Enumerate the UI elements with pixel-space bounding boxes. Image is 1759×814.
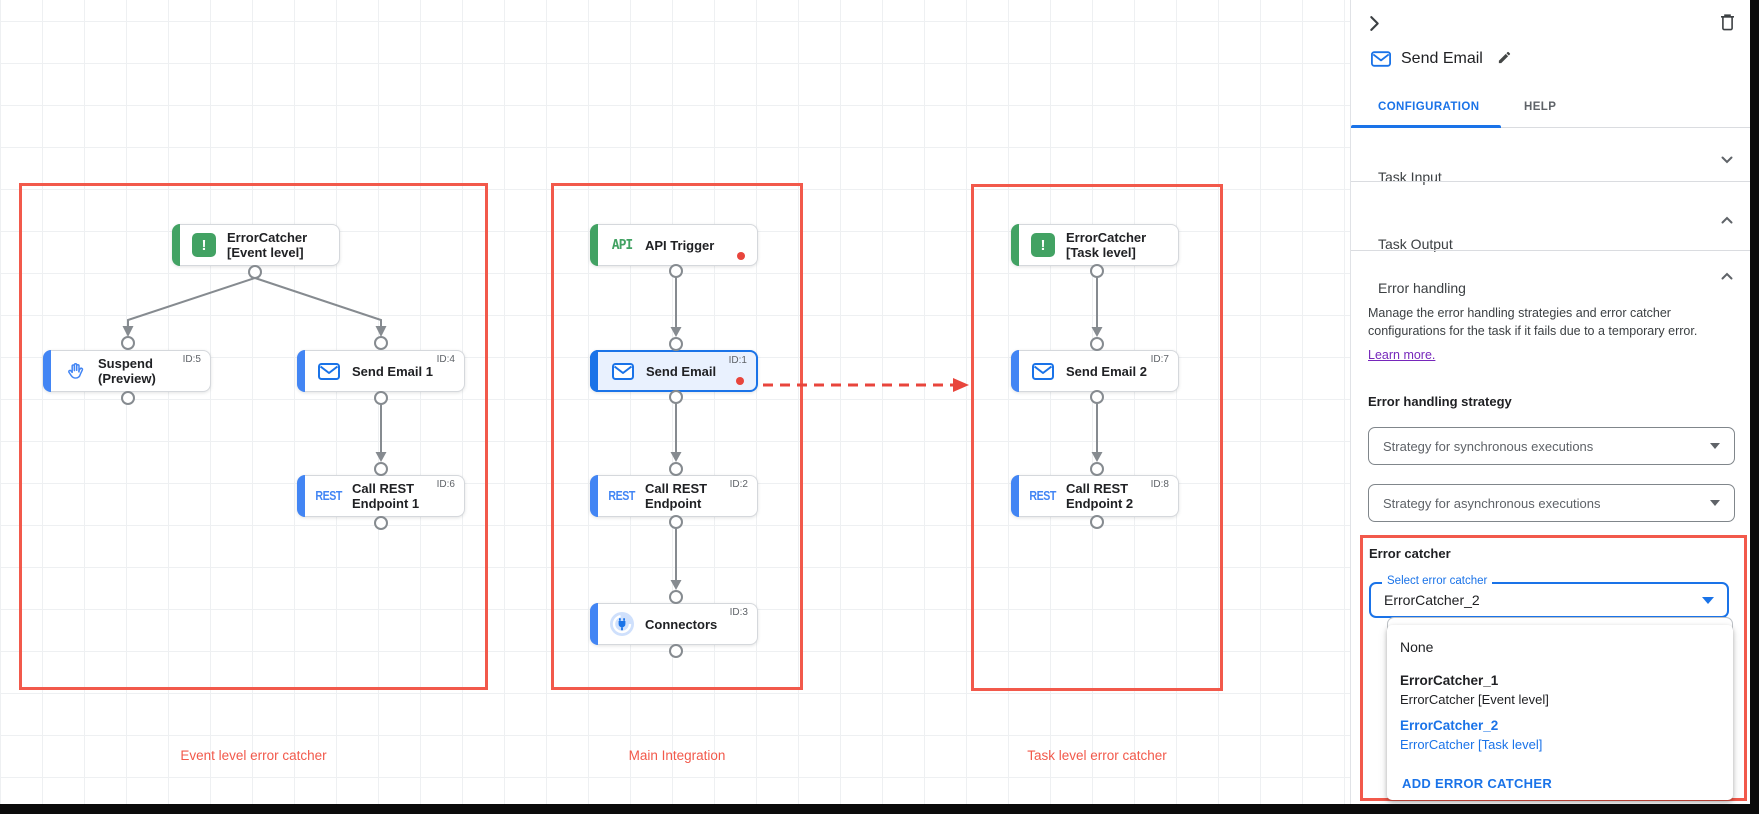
panel-tabs: CONFIGURATION HELP xyxy=(1351,95,1750,128)
error-handling-description: Manage the error handling strategies and… xyxy=(1368,306,1698,338)
pencil-icon xyxy=(1498,51,1510,64)
section-task-input[interactable]: Task Input xyxy=(1351,129,1750,185)
select-error-catcher[interactable]: Select error catcher ErrorCatcher_2 xyxy=(1369,575,1729,618)
divider xyxy=(1351,250,1750,251)
window-right-edge xyxy=(1750,0,1759,814)
node-color-bar xyxy=(297,350,305,392)
active-tab-indicator xyxy=(1351,125,1501,128)
hand-icon xyxy=(59,361,91,382)
group-box-task-level xyxy=(971,184,1223,691)
flow-canvas: Event level error catcher Main Integrati… xyxy=(0,0,1350,804)
learn-more-link[interactable]: Learn more. xyxy=(1368,348,1436,362)
node-id-badge: ID:4 xyxy=(436,354,455,365)
add-error-catcher-button[interactable]: ADD ERROR CATCHER xyxy=(1402,776,1553,791)
node-api-trigger[interactable]: API API Trigger xyxy=(590,224,758,266)
menu-item-errorcatcher-1[interactable]: ErrorCatcher_1 ErrorCatcher [Event level… xyxy=(1400,673,1549,707)
connectors-icon xyxy=(606,611,638,637)
menu-item-errorcatcher-2[interactable]: ErrorCatcher_2 ErrorCatcher [Task level] xyxy=(1400,718,1543,752)
select-caret-icon xyxy=(1702,596,1714,604)
rename-task-button[interactable] xyxy=(1497,50,1512,68)
node-color-bar xyxy=(1011,475,1019,517)
collapse-panel-button[interactable] xyxy=(1367,13,1382,37)
node-color-bar xyxy=(1011,224,1019,266)
email-icon xyxy=(313,362,345,380)
node-color-bar xyxy=(590,350,598,392)
divider xyxy=(1351,181,1750,182)
caption-main-integration: Main Integration xyxy=(628,748,726,763)
node-id-badge: ID:7 xyxy=(1150,354,1169,365)
error-catcher-icon: ! xyxy=(1027,233,1059,257)
node-color-bar xyxy=(172,224,180,266)
email-icon xyxy=(1371,51,1391,67)
node-suspend-preview[interactable]: Suspend(Preview) ID:5 xyxy=(43,350,211,392)
node-id-badge: ID:8 xyxy=(1150,479,1169,490)
sync-strategy-dropdown[interactable]: Strategy for synchronous executions xyxy=(1368,427,1735,465)
node-id-badge: ID:1 xyxy=(728,355,747,366)
error-catcher-menu: None ErrorCatcher_1 ErrorCatcher [Event … xyxy=(1387,625,1733,800)
node-send-email-selected[interactable]: Send Email ID:1 xyxy=(590,350,758,392)
dropdown-caret-icon xyxy=(1710,500,1720,506)
error-marker-dot xyxy=(737,252,745,260)
node-color-bar xyxy=(297,475,305,517)
node-color-bar xyxy=(590,224,598,266)
node-errorcatcher-task-level[interactable]: ! ErrorCatcher[Task level] xyxy=(1011,224,1179,266)
async-strategy-dropdown[interactable]: Strategy for asynchronous executions xyxy=(1368,484,1735,522)
rest-icon: REST xyxy=(315,489,343,503)
chevron-right-icon xyxy=(1370,16,1379,31)
tab-help[interactable]: HELP xyxy=(1524,101,1557,113)
chevron-down-icon xyxy=(1721,152,1733,167)
rest-icon: REST xyxy=(608,489,636,503)
section-error-handling[interactable]: Error handling xyxy=(1351,251,1750,296)
error-catcher-icon: ! xyxy=(188,233,220,257)
group-box-main-integration xyxy=(551,183,803,690)
api-trigger-icon: API xyxy=(611,237,634,253)
node-id-badge: ID:5 xyxy=(182,354,201,365)
chevron-up-icon xyxy=(1721,212,1733,227)
window-bottom-edge xyxy=(0,804,1759,814)
node-color-bar xyxy=(590,475,598,517)
section-task-output[interactable]: Task Output xyxy=(1351,182,1750,252)
select-error-catcher-value: ErrorCatcher_2 xyxy=(1384,592,1480,608)
caption-event-level-error-catcher: Event level error catcher xyxy=(180,748,327,763)
email-icon xyxy=(1027,362,1059,380)
trash-icon xyxy=(1721,14,1734,31)
async-strategy-value: Strategy for asynchronous executions xyxy=(1383,495,1601,511)
panel-title: Send Email xyxy=(1401,50,1483,67)
menu-item-none[interactable]: None xyxy=(1400,639,1434,655)
error-catcher-label: Error catcher xyxy=(1369,546,1451,561)
node-connectors[interactable]: Connectors ID:3 xyxy=(590,603,758,645)
node-send-email-2[interactable]: Send Email 2 ID:7 xyxy=(1011,350,1179,392)
caption-task-level-error-catcher: Task level error catcher xyxy=(1027,748,1167,763)
task-config-panel: Send Email CONFIGURATION HELP Task Input… xyxy=(1350,0,1750,804)
email-icon xyxy=(607,362,639,380)
node-errorcatcher-event-level[interactable]: ! ErrorCatcher[Event level] xyxy=(172,224,340,266)
rest-icon: REST xyxy=(1029,489,1057,503)
tab-configuration[interactable]: CONFIGURATION xyxy=(1378,101,1480,113)
node-color-bar xyxy=(43,350,51,392)
select-error-catcher-floating-label: Select error catcher xyxy=(1382,575,1493,587)
node-id-badge: ID:2 xyxy=(729,479,748,490)
delete-task-button[interactable] xyxy=(1718,11,1737,36)
node-id-badge: ID:3 xyxy=(729,607,748,618)
dropdown-caret-icon xyxy=(1710,443,1720,449)
node-id-badge: ID:6 xyxy=(436,479,455,490)
group-box-event-level xyxy=(19,183,488,690)
chevron-up-icon xyxy=(1721,268,1733,283)
node-send-email-1[interactable]: Send Email 1 ID:4 xyxy=(297,350,465,392)
node-color-bar xyxy=(1011,350,1019,392)
error-marker-dot xyxy=(736,377,744,385)
sync-strategy-value: Strategy for synchronous executions xyxy=(1383,438,1594,454)
error-handling-strategy-label: Error handling strategy xyxy=(1368,394,1512,409)
node-color-bar xyxy=(590,603,598,645)
